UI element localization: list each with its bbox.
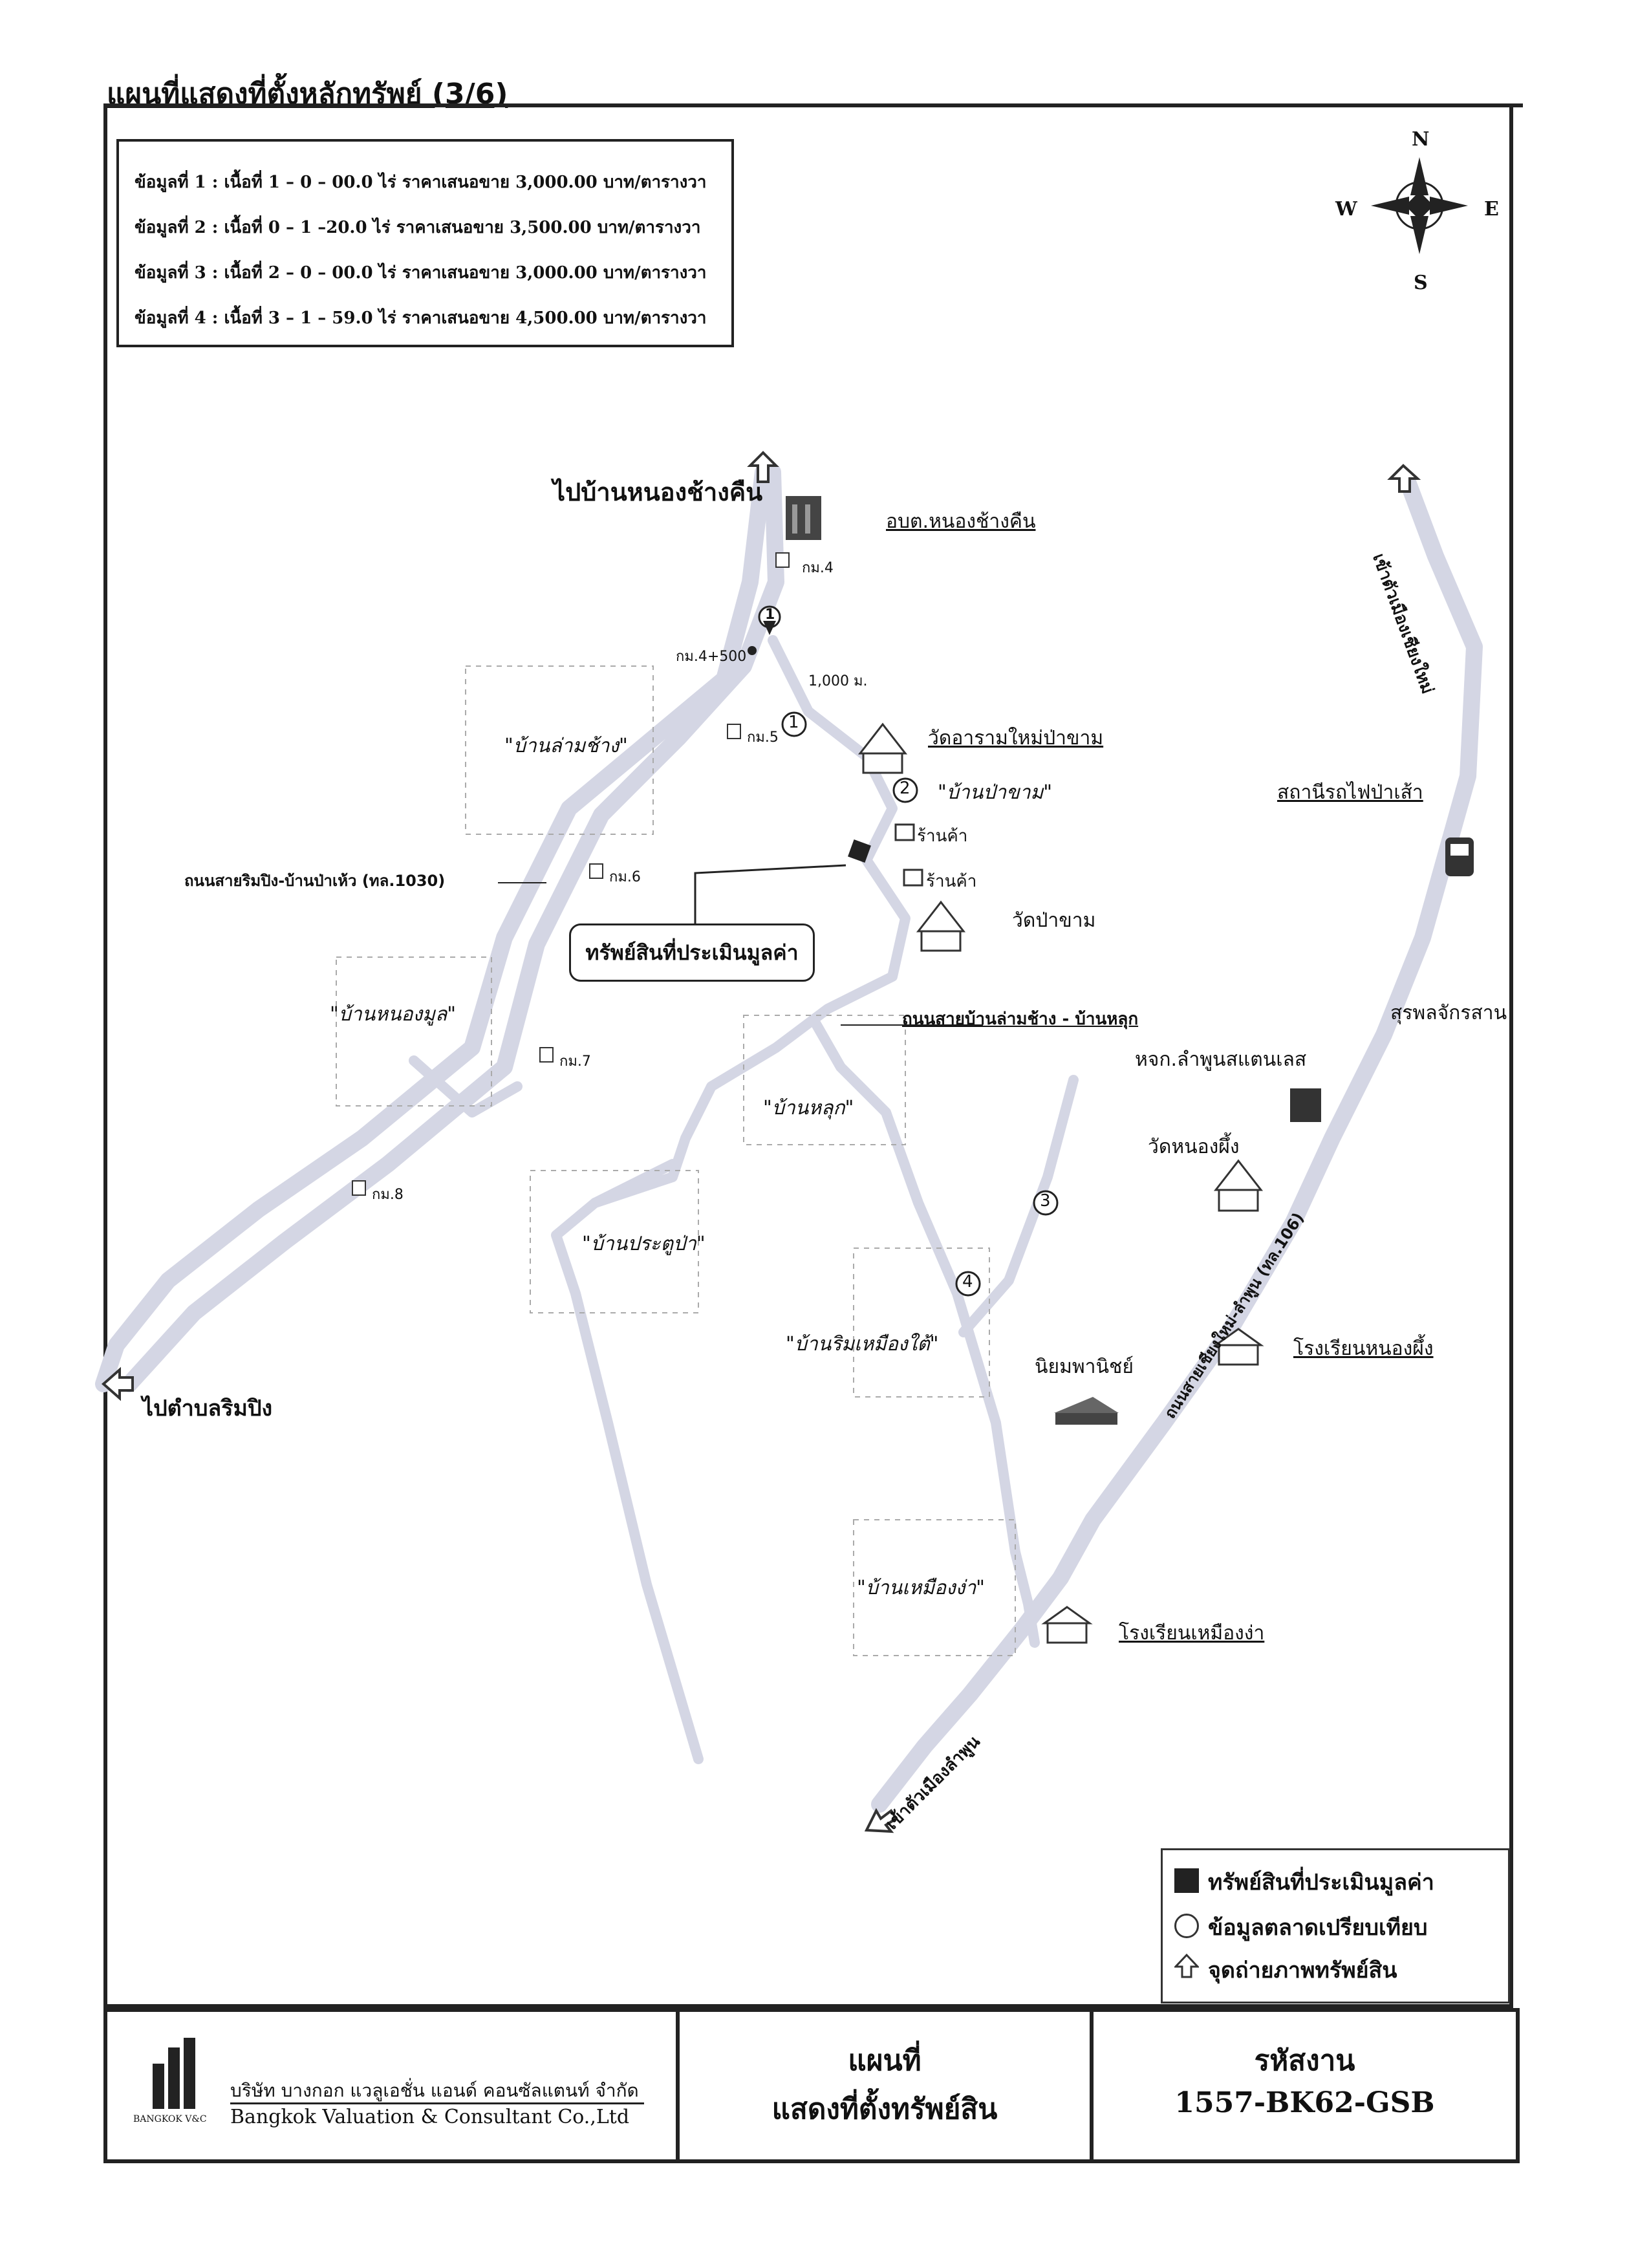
info-row-4: ข้อมูลที่ 4 : เนื้อที่ 3 – 1 – 59.0 ไร่ …	[135, 308, 707, 328]
label-ban-pa-kham: "บ้านป่าขาม"	[938, 781, 1053, 804]
photo-arrow-icon	[1387, 464, 1421, 493]
compass-e: E	[1484, 198, 1499, 221]
label-ban-luk: "บ้านหลุก"	[763, 1097, 854, 1119]
obt-building-icon	[786, 496, 821, 540]
label-km6: กม.6	[609, 869, 641, 885]
label-wat-pa-kham: วัดป่าขาม	[1012, 909, 1096, 932]
photo-arrow-icon	[101, 1366, 134, 1401]
legend-comparable-circle	[1174, 1914, 1199, 1938]
label-to-rim-ping: ไปตำบลริมปิง	[142, 1396, 273, 1421]
temple-icon	[857, 722, 1264, 1212]
shop-icon	[894, 823, 923, 887]
job-code-label: รหัสงาน	[1254, 2044, 1355, 2077]
label-ban-nong-mun: "บ้านหนองมูล"	[330, 1003, 457, 1026]
label-km7: กม.7	[559, 1053, 591, 1070]
factory-icon	[1290, 1088, 1321, 1122]
legend-photo-point: จุดถ่ายภาพทรัพย์สิน	[1208, 1958, 1397, 1983]
comparable-marker-1	[781, 711, 807, 737]
marker-2-num: 2	[900, 779, 911, 798]
map-frame	[103, 107, 1513, 2008]
label-km4: กม.4	[802, 560, 834, 576]
subject-property-callout: ทรัพย์สินที่ประเมินมูลค่า	[569, 923, 815, 982]
job-code-value: 1557-BK62-GSB	[1174, 2086, 1435, 2119]
label-school-muang-nga: โรงเรียนเหมืองง่า	[1119, 1622, 1265, 1645]
legend-subject-swatch	[1174, 1868, 1199, 1893]
comparable-marker-2	[892, 777, 918, 803]
company-name-en: Bangkok Valuation & Consultant Co.,Ltd	[230, 2106, 630, 2128]
compass-n: N	[1412, 128, 1430, 151]
legend-photo-arrow-icon	[1174, 1954, 1199, 1978]
label-station: สถานีรถไฟป่าเส้า	[1277, 781, 1423, 804]
label-ban-rim-muang-tai: "บ้านริมเหมืองใต้"	[786, 1333, 939, 1355]
school-icon	[1041, 1328, 1264, 1644]
label-ban-muang-nga: "บ้านเหมืองง่า"	[857, 1577, 985, 1599]
km-post-icon	[352, 552, 790, 1196]
photo-arrow-icon	[747, 451, 779, 483]
marker-1-num: 1	[788, 713, 799, 732]
road-1030	[95, 464, 784, 1392]
label-obt: อบต.หนองช้างคืน	[886, 510, 1036, 533]
label-road-lam-chang: ถนนสายบ้านล่ามช้าง - บ้านหลุก	[902, 1010, 1139, 1029]
label-wat-nong-phueng: วัดหนองผึ้ง	[1148, 1136, 1240, 1158]
label-km4-500: กม.4+500	[676, 649, 747, 665]
legend-comparable: ข้อมูลตลาดเปรียบเทียบ	[1208, 1915, 1428, 1941]
compass-s: S	[1414, 272, 1428, 294]
company-cell: BANGKOK V&C บริษัท บางกอก แวลูเอชั่น แอน…	[107, 2012, 680, 2159]
label-km8: กม.8	[372, 1187, 404, 1203]
label-wat-aram: วัดอารามใหม่ป่าขาม	[928, 727, 1104, 750]
subject-parcel	[848, 839, 871, 863]
job-code-cell: รหัสงาน 1557-BK62-GSB	[1094, 2012, 1516, 2159]
marker-4-num: 4	[962, 1272, 973, 1291]
doc-title-line1: แผนที่	[848, 2044, 921, 2077]
info-row-3: ข้อมูลที่ 3 : เนื้อที่ 2 – 0 – 00.0 ไร่ …	[135, 263, 707, 283]
info-row-2: ข้อมูลที่ 2 : เนื้อที่ 0 – 1 –20.0 ไร่ ร…	[135, 218, 701, 237]
label-suphon: สุรพลจักรสาน	[1390, 1002, 1507, 1024]
compass-rose-icon	[1371, 157, 1468, 254]
train-icon	[1445, 837, 1474, 876]
road-106	[871, 470, 1483, 1813]
label-ban-pratu-pa: "บ้านประตูป่า"	[582, 1233, 706, 1255]
legend-subject: ทรัพย์สินที่ประเมินมูลค่า	[1208, 1870, 1434, 1895]
title-block: BANGKOK V&C บริษัท บางกอก แวลูเอชั่น แอน…	[103, 2008, 1520, 2163]
map-legend: ทรัพย์สินที่ประเมินมูลค่า ข้อมูลตลาดเปรี…	[1161, 1848, 1510, 2003]
label-km5: กม.5	[747, 729, 779, 746]
photo-point-1-num: 1	[765, 607, 775, 623]
label-distance: 1,000 ม.	[808, 673, 868, 689]
logo-text: BANGKOK V&C	[133, 2114, 207, 2124]
label-to-nong-chang-khuen: ไปบ้านหนองช้างคืน	[553, 478, 763, 506]
company-rule	[230, 2102, 644, 2104]
label-shop-1: ร้านค้า	[917, 826, 968, 846]
label-ban-lam-chang: "บ้านล่ามช้าง"	[504, 735, 628, 757]
label-lamphun-steel: หจก.ลำพูนสแตนเลส	[1135, 1048, 1307, 1071]
label-road-1030: ถนนสายริมปิง-บ้านป่าเห้ว (ทล.1030)	[184, 872, 446, 890]
document-title-cell: แผนที่ แสดงที่ตั้งทรัพย์สิน	[680, 2012, 1094, 2159]
compass-w: W	[1335, 198, 1357, 221]
comparable-marker-4	[955, 1271, 981, 1297]
comparable-marker-3	[1033, 1190, 1059, 1216]
doc-title-line2: แสดงที่ตั้งทรัพย์สิน	[771, 2093, 998, 2126]
company-logo-icon	[153, 2038, 195, 2109]
title-rule	[103, 103, 1523, 107]
comparable-info-box: ข้อมูลที่ 1 : เนื้อที่ 1 – 0 – 00.0 ไร่ …	[116, 139, 734, 347]
label-niyom: นิยมพานิชย์	[1035, 1355, 1134, 1378]
label-shop-2: ร้านค้า	[926, 872, 977, 891]
photo-arrow-icon	[864, 1808, 898, 1833]
marker-3-num: 3	[1040, 1191, 1051, 1211]
store-icon	[1054, 1397, 1119, 1425]
info-row-1: ข้อมูลที่ 1 : เนื้อที่ 1 – 0 – 00.0 ไร่ …	[135, 173, 707, 192]
label-school-nong-phueng: โรงเรียนหนองผึ้ง	[1293, 1337, 1434, 1360]
company-name-th: บริษัท บางกอก แวลูเอชั่น แอนด์ คอนซัลแตน…	[230, 2080, 639, 2101]
